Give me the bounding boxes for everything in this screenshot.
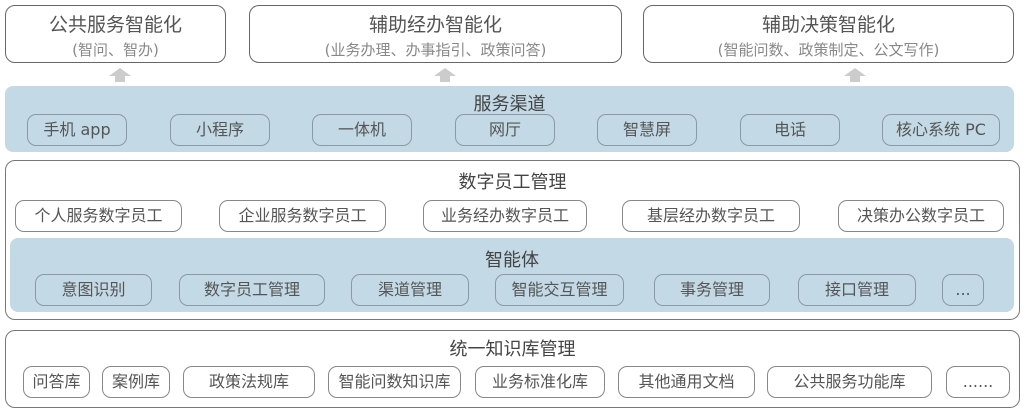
agent-item: 接口管理 — [798, 274, 916, 306]
channel-item: 手机 app — [27, 114, 127, 146]
digital-employee-item: 个人服务数字员工 — [15, 200, 182, 232]
knowledge-layer — [5, 330, 1020, 408]
knowledge-item: 其他通用文档 — [618, 366, 755, 398]
agent-item: 智能交互管理 — [495, 274, 624, 306]
up-arrow-stem — [850, 76, 860, 82]
up-arrow-stem — [440, 76, 450, 82]
goal-title: 公共服务智能化 — [48, 14, 182, 36]
goal-subtitle: (业务办理、办事指引、政策问答) — [324, 41, 547, 59]
knowledge-title: 统一知识库管理 — [449, 339, 576, 360]
knowledge-item: ...... — [946, 366, 1010, 398]
agent-layer — [10, 238, 1014, 312]
knowledge-item: 案例库 — [102, 366, 170, 398]
digital-employee-item: 业务经办数字员工 — [423, 200, 587, 232]
goal-public-service: 公共服务智能化 (智问、智办) — [5, 5, 226, 63]
agent-item: 事务管理 — [654, 274, 770, 306]
knowledge-item: 政策法规库 — [183, 366, 315, 398]
channel-item: 一体机 — [312, 114, 412, 146]
knowledge-item: 问答库 — [23, 366, 90, 398]
agent-title: 智能体 — [485, 250, 539, 271]
digital-employee-item: 基层经办数字员工 — [622, 200, 800, 232]
knowledge-item: 智能问数知识库 — [328, 366, 461, 398]
channel-item: 电话 — [740, 114, 840, 146]
up-arrow-icon — [844, 68, 866, 76]
digital-employee-item: 企业服务数字员工 — [219, 200, 386, 232]
up-arrow-stem — [115, 76, 125, 82]
goal-title: 辅助决策智能化 — [761, 14, 895, 36]
goal-subtitle: (智能问数、政策制定、公文写作) — [717, 41, 940, 59]
up-arrow-icon — [434, 68, 456, 76]
goal-subtitle: (智问、智办) — [72, 41, 159, 59]
goal-title: 辅助经办智能化 — [368, 14, 502, 36]
agent-item: 意图识别 — [35, 274, 152, 306]
channel-item: 核心系统 PC — [882, 114, 1000, 146]
up-arrow-icon — [109, 68, 131, 76]
goal-assisted-decision: 辅助决策智能化 (智能问数、政策制定、公文写作) — [643, 5, 1014, 63]
goal-assisted-handling: 辅助经办智能化 (业务办理、办事指引、政策问答) — [249, 5, 622, 63]
knowledge-item: 公共服务功能库 — [767, 366, 932, 398]
channel-item: 小程序 — [170, 114, 270, 146]
digital-employee-item: 决策办公数字员工 — [838, 200, 1004, 232]
channel-item: 智慧屏 — [597, 114, 697, 146]
channels-title: 服务渠道 — [473, 94, 546, 115]
agent-item: 渠道管理 — [351, 274, 469, 306]
channel-item: 网厅 — [455, 114, 555, 146]
agent-item: ... — [942, 274, 984, 306]
knowledge-item: 业务标准化库 — [475, 366, 605, 398]
digital-employee-title: 数字员工管理 — [458, 172, 567, 193]
agent-item: 数字员工管理 — [179, 274, 325, 306]
